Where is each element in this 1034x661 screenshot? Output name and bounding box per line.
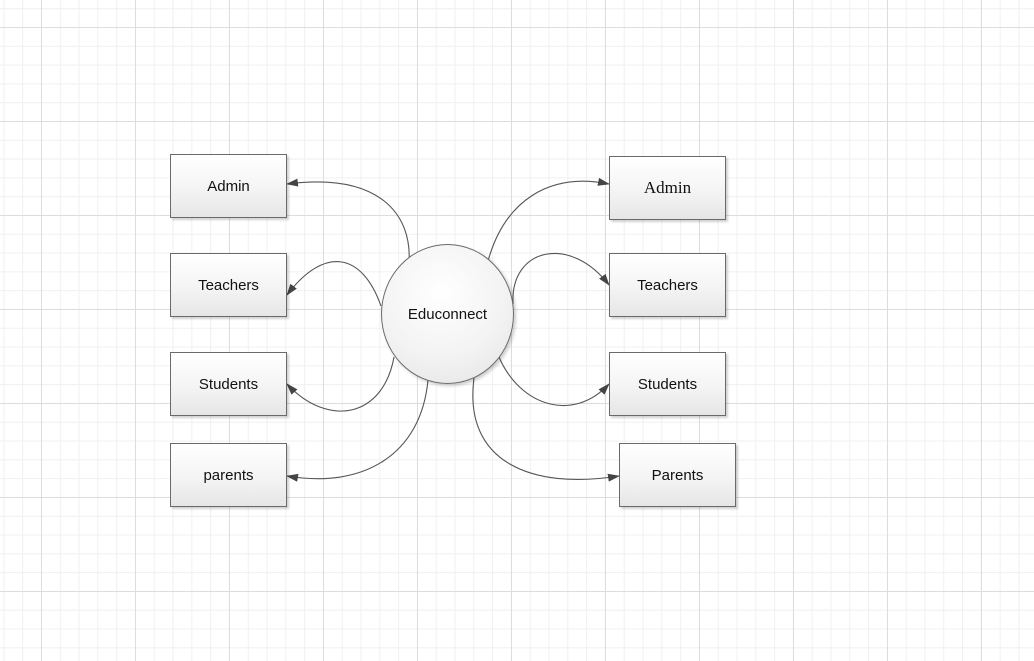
right-students-box[interactable]: Students: [609, 352, 726, 416]
right-admin-box[interactable]: Admin: [609, 156, 726, 220]
right-teachers-label: Teachers: [637, 276, 698, 294]
right-parents-box[interactable]: Parents: [619, 443, 736, 507]
right-students-label: Students: [637, 375, 698, 393]
right-teachers-box[interactable]: Teachers: [609, 253, 726, 317]
left-admin-box[interactable]: Admin: [170, 154, 287, 218]
connector-to-right-parents: [472, 377, 620, 482]
connector-to-right-students: [498, 356, 610, 407]
left-admin-label: Admin: [207, 177, 250, 195]
right-admin-label: Admin: [643, 178, 692, 197]
left-teachers-label: Teachers: [198, 276, 259, 294]
left-teachers-box[interactable]: Teachers: [170, 253, 287, 317]
connector-to-left-parents: [286, 379, 429, 482]
educonnect-circle[interactable]: Educonnect: [381, 244, 514, 384]
connector-to-right-admin: [487, 177, 610, 262]
connector-to-left-students: [286, 356, 395, 412]
left-parents-label: parents: [203, 466, 254, 484]
connector-to-left-admin: [286, 178, 410, 263]
right-parents-label: Parents: [651, 466, 704, 484]
left-students-box[interactable]: Students: [170, 352, 287, 416]
center-label: Educonnect: [407, 305, 488, 323]
connector-to-left-teachers: [286, 261, 382, 307]
left-parents-box[interactable]: parents: [170, 443, 287, 507]
connector-to-right-teachers: [512, 252, 610, 305]
left-students-label: Students: [198, 375, 259, 393]
